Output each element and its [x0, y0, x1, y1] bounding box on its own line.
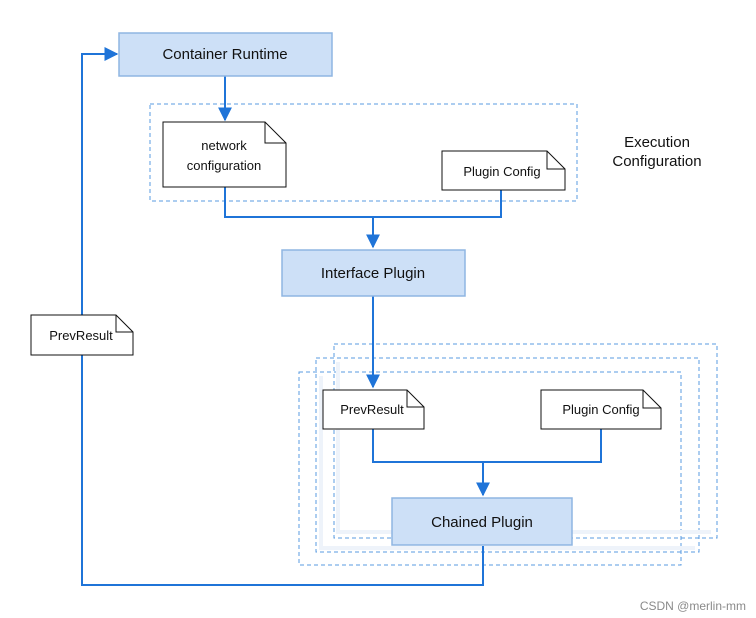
plugin-config-document-top[interactable]: Plugin Config — [441, 150, 566, 191]
prevresult-document-loop[interactable]: PrevResult — [30, 314, 134, 356]
interface-plugin-node[interactable]: Interface Plugin — [281, 249, 466, 297]
network-configuration-document[interactable]: network configuration — [162, 121, 287, 188]
prevresult-document-inner[interactable]: PrevResult — [322, 389, 425, 430]
plugin-config-inner-label: Plugin Config — [562, 402, 639, 417]
chained-config-dashed-box-front — [298, 371, 682, 566]
watermark-text: CSDN @merlin-mm — [640, 599, 746, 613]
plugin-config-document-inner[interactable]: Plugin Config — [540, 389, 662, 430]
container-runtime-node[interactable]: Container Runtime — [118, 32, 333, 77]
connector-network-config-merge — [224, 187, 502, 218]
execution-configuration-label-line1: Execution — [624, 134, 690, 151]
arrow-loop-back-to-runtime — [81, 47, 484, 586]
chained-config-dashed-box-back — [333, 343, 718, 539]
network-configuration-label-line1: network — [201, 138, 247, 153]
execution-config-dashed-box — [149, 103, 578, 202]
container-runtime-label: Container Runtime — [162, 46, 287, 63]
stack-shadow-line — [319, 376, 695, 550]
execution-configuration-label-line2: Configuration — [612, 153, 701, 170]
network-configuration-label-line2: configuration — [187, 158, 261, 173]
chained-plugin-node[interactable]: Chained Plugin — [391, 497, 573, 546]
interface-plugin-label: Interface Plugin — [321, 265, 425, 282]
prevresult-inner-label: PrevResult — [340, 402, 404, 417]
prevresult-loop-label: PrevResult — [49, 328, 113, 343]
connector-inner-config-merge — [372, 429, 602, 463]
chained-config-dashed-box-middle — [315, 357, 700, 553]
chained-plugin-label: Chained Plugin — [431, 514, 533, 531]
plugin-config-top-label: Plugin Config — [463, 164, 540, 179]
